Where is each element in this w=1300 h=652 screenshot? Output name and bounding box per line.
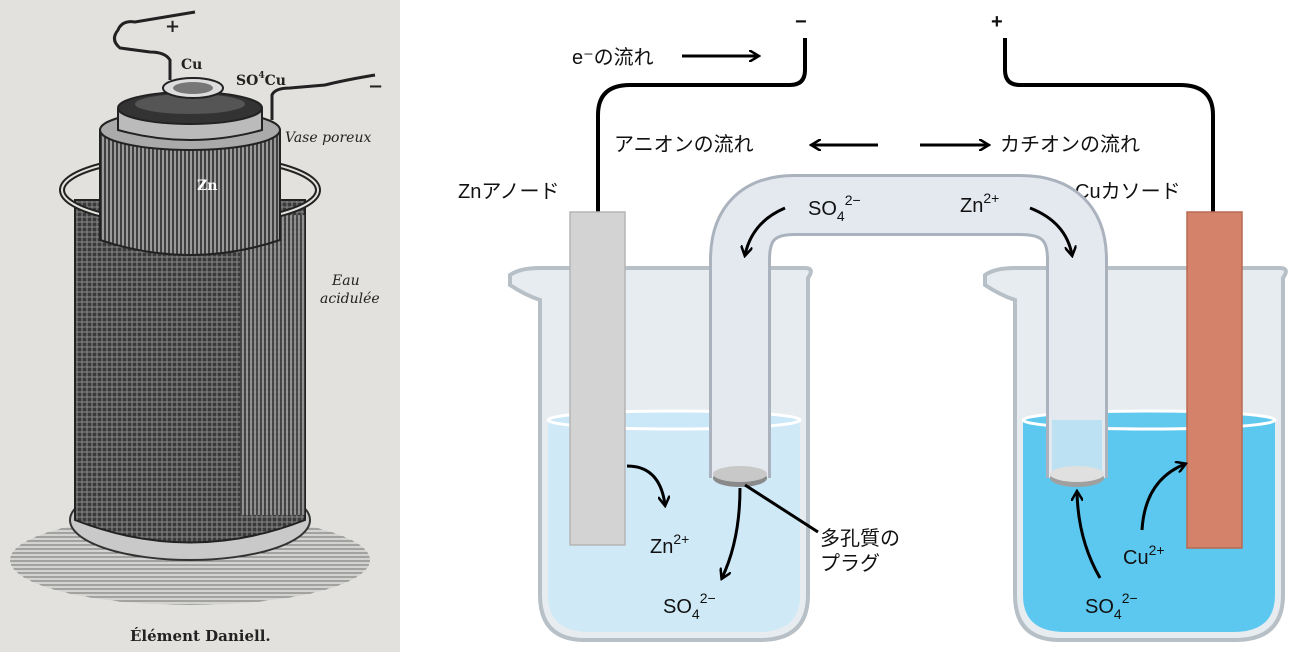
engraving-so4cu-label: SO4Cu xyxy=(236,71,286,89)
right-copper-ion: Cu2+ xyxy=(1123,542,1165,569)
engraving-caption: Élément Daniell. xyxy=(130,627,271,645)
salt-bridge xyxy=(709,174,1108,487)
galvanic-cell-diagram: − + e⁻の流れ アニオンの流れ カチオンの流れ Znアノード Cuカソード xyxy=(458,11,1288,642)
anode-wire xyxy=(596,38,807,213)
engraving-zn-label: Zn xyxy=(197,178,217,194)
daniell-cell-engraving: + Cu SO4Cu − Vase poreux Zn Eau acidulée… xyxy=(0,0,400,652)
anode-label: Znアノード xyxy=(458,181,560,203)
zinc-bridge-arrow xyxy=(1029,206,1072,255)
engraving-minus-label: − xyxy=(368,76,383,97)
engraving-water-label-2: acidulée xyxy=(320,291,380,307)
zinc-electrode xyxy=(569,211,626,546)
sulfate-bridge-arrow xyxy=(745,206,786,255)
bridge-sulfate-ion: SO42− xyxy=(808,192,861,224)
porous-plug-label-2: プラグ xyxy=(820,552,880,575)
engraving-cu-label: Cu xyxy=(181,57,202,73)
engraving-porous-vase-label: Vase poreux xyxy=(285,130,371,146)
sulfate-in-arrow xyxy=(1077,492,1102,579)
right-sulfate-ion: SO42− xyxy=(1085,590,1138,622)
zinc-dissolve-arrow xyxy=(626,464,665,505)
sulfate-out-arrow xyxy=(722,487,742,578)
cathode-label: Cuカソード xyxy=(1075,181,1181,203)
copper-deposit-arrow xyxy=(1140,464,1185,531)
cathode-wire xyxy=(1003,38,1215,213)
porous-plug-label-1: 多孔質の xyxy=(820,527,900,550)
left-sulfate-ion: SO42− xyxy=(663,590,716,622)
positive-terminal-label: + xyxy=(991,11,1003,33)
electron-flow-label: e⁻の流れ xyxy=(572,46,654,69)
engraving-water-label-1: Eau xyxy=(331,273,360,289)
engraving-plus-label: + xyxy=(165,16,180,37)
copper-electrode xyxy=(1186,211,1243,549)
negative-terminal-label: − xyxy=(795,11,807,33)
left-zinc-ion: Zn2+ xyxy=(650,531,689,558)
anion-flow-label: アニオンの流れ xyxy=(614,133,754,156)
cation-flow-label: カチオンの流れ xyxy=(1000,133,1140,156)
bridge-zinc-ion: Zn2+ xyxy=(960,190,999,217)
porous-plug-leader xyxy=(744,483,819,534)
